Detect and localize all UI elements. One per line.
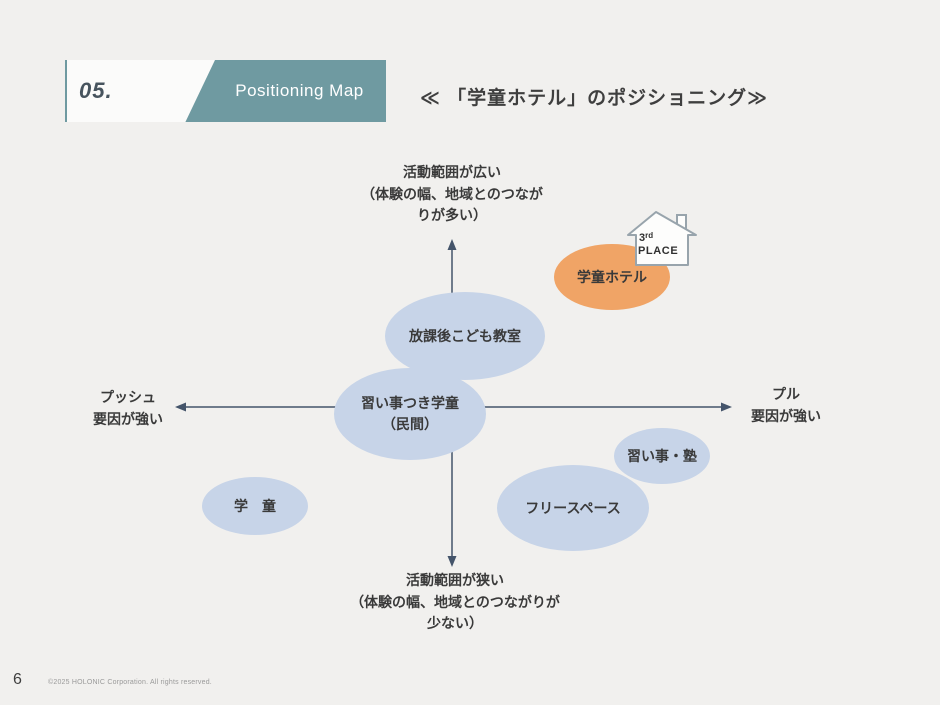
third-place-number: 3rd (639, 231, 654, 244)
third-place-house-badge: 3rd PLACE (626, 209, 698, 268)
bubble-naraigoto-juku: 習い事・塾 (614, 428, 710, 484)
bubble-houkago-kodomo-kyoshitsu: 放課後こども教室 (385, 292, 545, 380)
axis-label-bottom: 活動範囲が狭い （体験の幅、地域とのつながりが 少ない） (350, 572, 560, 632)
bubble-naraigoto-tsuki-gakudou: 習い事つき学童 （民間） (334, 368, 486, 460)
section-header-bar: 05. Positioning Map (65, 60, 386, 122)
third-place-label: PLACE (638, 245, 679, 257)
section-number-tab: 05. (67, 60, 215, 122)
bubble-free-space: フリースペース (497, 465, 649, 551)
house-icon (627, 211, 697, 266)
copyright-text: ©2025 HOLONIC Corporation. All rights re… (48, 679, 212, 686)
axis-label-top: 活動範囲が広い （体験の幅、地域とのつなが りが多い） (361, 164, 543, 224)
axis-arrow-down-icon (447, 556, 457, 567)
axis-label-left: プッシュ 要因が強い (93, 389, 163, 427)
slide-title: ≪ 「学童ホテル」のポジショニング≫ (420, 88, 769, 109)
page-number: 6 (13, 671, 22, 688)
axis-label-right: プル 要因が強い (751, 386, 821, 424)
third-place-suffix: rd (645, 231, 654, 240)
axis-arrow-up-icon (447, 239, 457, 250)
section-header-label: Positioning Map (235, 81, 364, 100)
bubble-gakudou: 学 童 (202, 477, 308, 535)
section-number: 05. (79, 78, 113, 103)
